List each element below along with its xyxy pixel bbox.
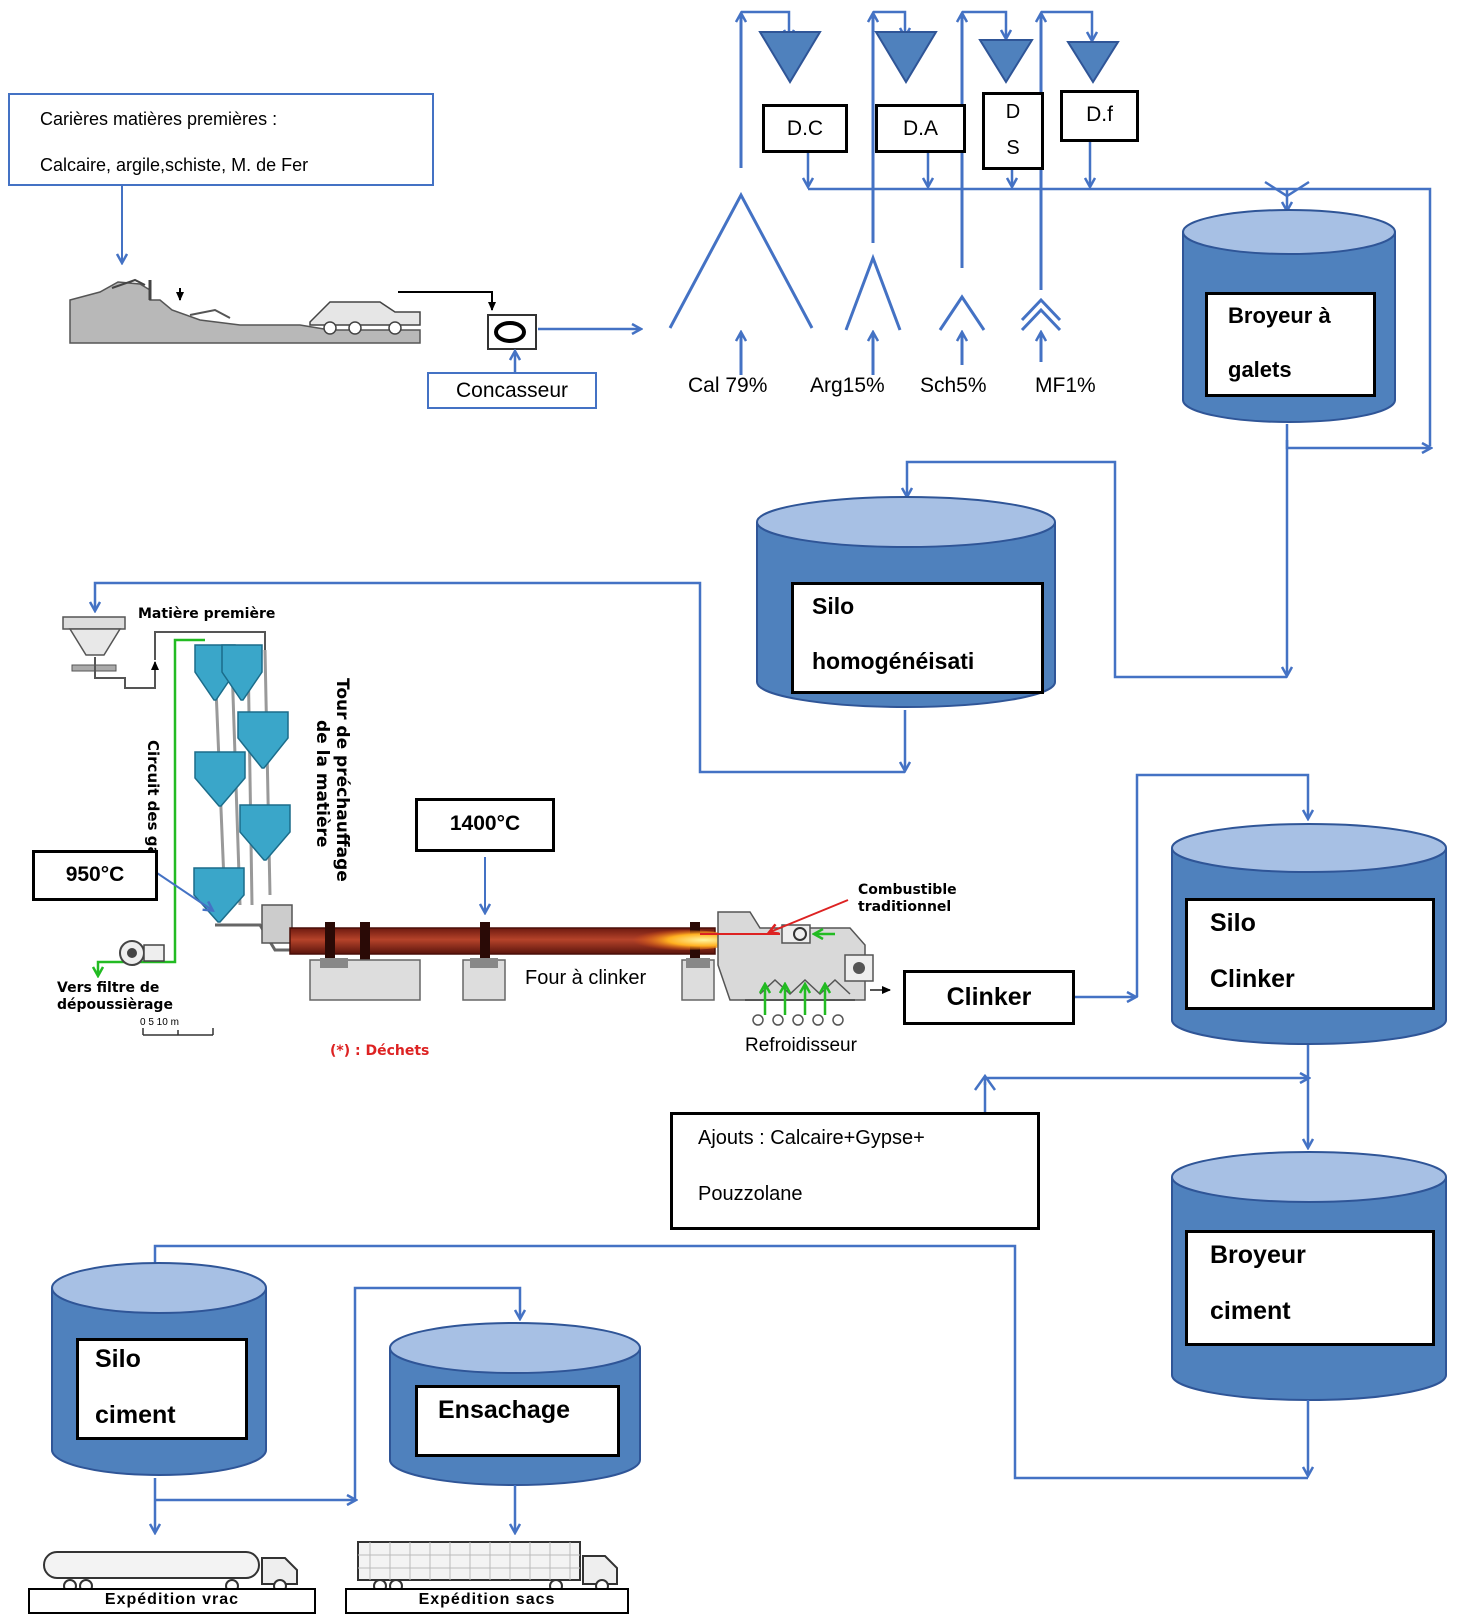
- raw-mf-label: MF1%: [1035, 374, 1096, 397]
- clinker-silo-line-1: Silo: [1210, 909, 1256, 937]
- stockpile-sch: [938, 294, 986, 331]
- fuel-label-1: Combustible: [858, 882, 957, 898]
- clinker-silo-line-2: Clinker: [1210, 965, 1295, 993]
- cement-mill-line-2: ciment: [1210, 1297, 1291, 1325]
- doser-df-box: D.f: [1060, 90, 1139, 142]
- homog-silo-label-box: Silo homogénéisati: [791, 582, 1044, 694]
- quarry-box: Carières matières premières : Calcaire, …: [8, 93, 434, 186]
- filter-label-1: Vers filtre de: [57, 980, 160, 996]
- clinker-silo-label-box: Silo Clinker: [1185, 898, 1435, 1010]
- temp-1400-box: 1400°C: [415, 798, 555, 852]
- raw-meal-label: Matière première: [138, 606, 276, 622]
- cement-silo-label-box: Silo ciment: [76, 1338, 248, 1440]
- crusher-label: Concasseur: [455, 379, 569, 402]
- preheater-tower-line-1: Tour de préchauffage: [332, 678, 352, 882]
- scale-label: 0 5 10 m: [140, 1017, 179, 1028]
- doser-ds-label-bottom: S: [1006, 137, 1020, 159]
- quarry-line-2: Calcaire, argile,schiste, M. de Fer: [40, 155, 309, 175]
- cooler-fan-icon: [781, 924, 811, 944]
- homog-silo-line-1: Silo: [812, 593, 855, 619]
- stockpile-cal: [668, 191, 814, 329]
- doser-ds-box: D S: [982, 92, 1044, 170]
- additions-line-1: Ajouts : Calcaire+Gypse+: [698, 1127, 925, 1149]
- quarry-illustration: [69, 278, 421, 344]
- shipping-bags-label: Expédition sacs: [418, 1591, 556, 1608]
- gas-circuit-label: Circuit des gaz: [144, 740, 162, 866]
- kiln-label: Four à clinker: [525, 967, 647, 989]
- filter-label-2: dépoussièrage: [57, 997, 173, 1013]
- doser-dc-box: D.C: [762, 104, 848, 153]
- doser-dc-label: D.C: [786, 117, 824, 140]
- raw-mill-line-2: galets: [1228, 357, 1292, 382]
- doser-hopper-da: [874, 31, 938, 84]
- shipping-bulk-box: Expédition vrac: [28, 1588, 316, 1614]
- fuel-label-2: traditionnel: [858, 899, 952, 915]
- doser-da-box: D.A: [875, 104, 966, 153]
- additions-box: Ajouts : Calcaire+Gypse+ Pouzzolane: [670, 1112, 1040, 1230]
- preheater-tower: [193, 644, 293, 952]
- bag-truck-icon: [357, 1541, 618, 1593]
- cement-mill-label-box: Broyeur ciment: [1185, 1230, 1435, 1346]
- stockpile-arg: [844, 253, 902, 331]
- doser-hopper-dc: [758, 31, 822, 84]
- raw-sch-label: Sch5%: [920, 374, 987, 397]
- bulk-tanker-truck-icon: [43, 1551, 298, 1593]
- dump-truck-icon: [309, 301, 421, 335]
- raw-mill-label-box: Broyeur à galets: [1205, 292, 1376, 397]
- raw-mill-line-1: Broyeur à: [1228, 303, 1331, 328]
- cement-silo-line-2: ciment: [95, 1401, 176, 1429]
- doser-hopper-df: [1066, 41, 1120, 84]
- raw-arg-label: Arg15%: [810, 374, 885, 397]
- doser-df-label: D.f: [1086, 103, 1113, 126]
- shipping-bulk-label: Expédition vrac: [104, 1591, 240, 1608]
- shipping-bags-box: Expédition sacs: [345, 1588, 629, 1614]
- cement-silo-line-1: Silo: [95, 1345, 141, 1373]
- preheater-tower-label: Tour de préchauffage de la matière: [312, 678, 352, 882]
- clinker-box: Clinker: [903, 970, 1075, 1025]
- bagging-label-box: Ensachage: [415, 1385, 620, 1457]
- dedust-fan-icon: [119, 940, 165, 966]
- preheater-tower-line-2: de la matière: [312, 720, 332, 848]
- temp-1400-label: 1400°C: [449, 812, 521, 835]
- temp-950-box: 950°C: [32, 850, 158, 901]
- waste-label: (*) : Déchets: [330, 1043, 430, 1059]
- cooler-label: Refroidisseur: [745, 1035, 857, 1056]
- quarry-line-1: Carières matières premières :: [40, 109, 278, 129]
- rotary-kiln: [289, 922, 740, 1001]
- bagging-label: Ensachage: [438, 1396, 571, 1424]
- temp-950-label: 950°C: [65, 863, 125, 886]
- homog-silo-line-2: homogénéisati: [812, 648, 975, 674]
- doser-hopper-ds: [978, 39, 1034, 84]
- crusher-label-box: Concasseur: [427, 372, 597, 409]
- clinker-label: Clinker: [946, 983, 1032, 1011]
- cement-mill-line-1: Broyeur: [1210, 1241, 1306, 1269]
- doser-ds-label-top: D: [1005, 101, 1021, 123]
- raw-cal-label: Cal 79%: [688, 374, 768, 397]
- additions-line-2: Pouzzolane: [698, 1183, 803, 1205]
- doser-da-label: D.A: [902, 117, 938, 140]
- crusher-icon: [487, 314, 537, 350]
- stockpile-mf: [1020, 297, 1062, 332]
